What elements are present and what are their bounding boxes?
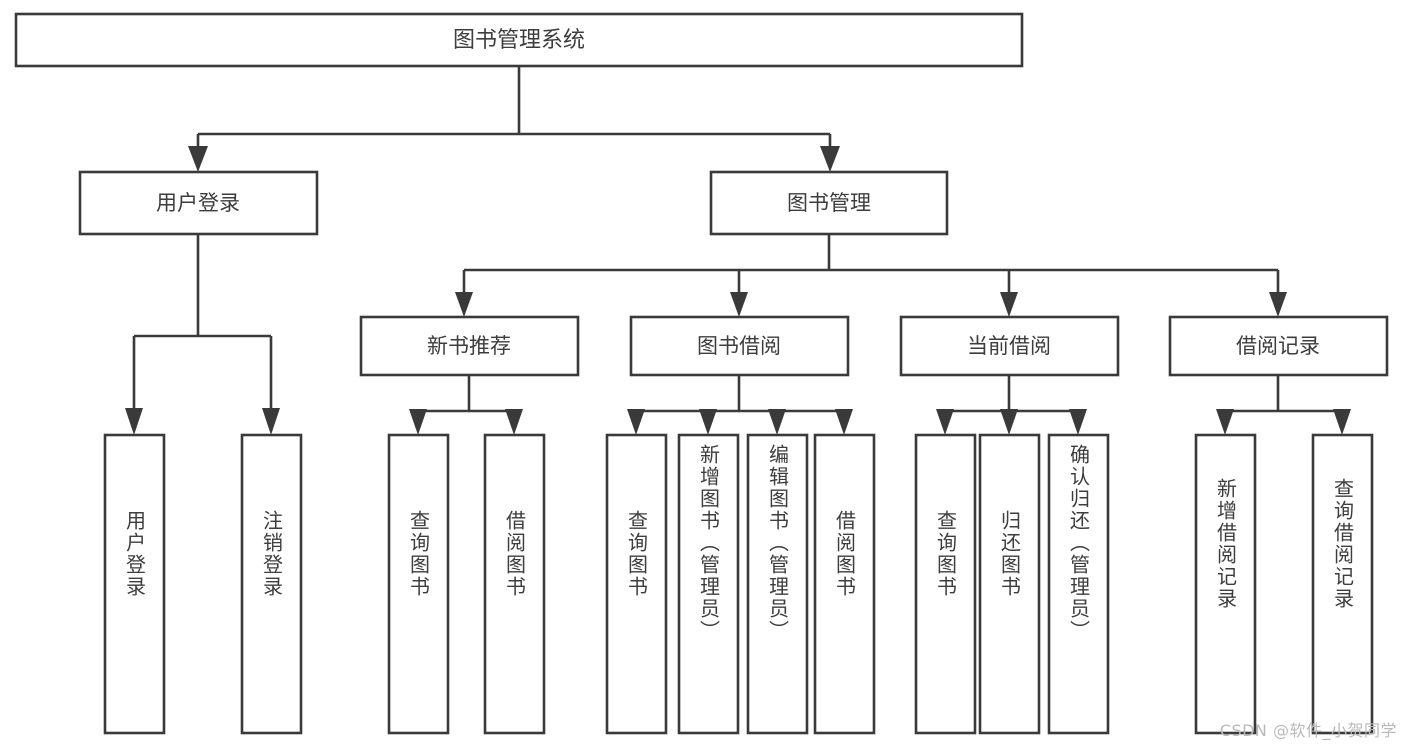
leaf-box-edit-book[interactable] — [746, 433, 809, 735]
arrow-head-leaf-user-login — [125, 408, 143, 435]
arrow-head-leaf-query-book-3 — [936, 409, 954, 435]
leaf-box-logout-login[interactable] — [240, 433, 303, 735]
book-borrow-label: 图书借阅 — [697, 334, 781, 358]
node-user-login[interactable]: 用户登录 — [78, 170, 319, 236]
leaf-box-add-record[interactable] — [1194, 433, 1257, 735]
leaf-box-borrow-book-2[interactable] — [813, 433, 876, 735]
leaf-box-query-book-1[interactable] — [387, 433, 450, 735]
leaf-box-add-book[interactable] — [677, 433, 740, 735]
book-manage-label: 图书管理 — [787, 191, 871, 215]
root-label: 图书管理系统 — [453, 28, 585, 53]
borrow-record-box — [1168, 315, 1389, 377]
arrow-head-book-borrow — [730, 292, 748, 317]
borrow-record-label: 借阅记录 — [1236, 334, 1320, 358]
leaf-box-confirm-return[interactable] — [1047, 433, 1110, 735]
node-root[interactable]: 图书管理系统 — [14, 12, 1024, 68]
node-book-manage[interactable]: 图书管理 — [709, 170, 949, 236]
arrow-head-leaf-borrow-book-2 — [835, 409, 853, 435]
node-current-borrow[interactable]: 当前借阅 — [899, 315, 1120, 377]
user-login-label: 用户登录 — [156, 191, 240, 215]
new-book-recommend-box — [359, 315, 580, 377]
leaf-box-query-book-2[interactable] — [605, 433, 668, 735]
watermark-text: CSDN @软件_小贺同学 — [1219, 721, 1397, 740]
node-new-book-recommend[interactable]: 新书推荐 — [359, 315, 580, 377]
leaf-box-user-login[interactable] — [103, 433, 166, 735]
current-borrow-box — [899, 315, 1120, 377]
leaf-box-borrow-book-1[interactable] — [483, 433, 546, 735]
leaf-box-return-book[interactable] — [978, 433, 1041, 735]
arrow-head-borrow-record — [1269, 292, 1287, 317]
current-borrow-label: 当前借阅 — [967, 334, 1051, 358]
arrow-head-new-book-recommend — [455, 292, 473, 317]
root-box — [14, 12, 1024, 68]
arrow-head-leaf-logout-login — [262, 408, 280, 435]
arrow-head-leaf-return-book — [1000, 409, 1018, 435]
book-manage-box — [709, 170, 949, 236]
node-borrow-record[interactable]: 借阅记录 — [1168, 315, 1389, 377]
leaf-box-query-book-3[interactable] — [914, 433, 977, 735]
node-book-borrow[interactable]: 图书借阅 — [629, 315, 850, 377]
arrow-head-leaf-query-book-1 — [409, 409, 427, 435]
arrow-head-book-manage — [820, 146, 840, 172]
new-book-recommend-label: 新书推荐 — [427, 334, 511, 358]
arrow-head-leaf-borrow-book-1 — [505, 409, 523, 435]
arrow-head-leaf-query-record — [1333, 409, 1351, 435]
arrow-head-leaf-add-record — [1216, 409, 1234, 435]
arrow-head-leaf-query-book-2 — [627, 409, 645, 435]
arrow-head-current-borrow — [1000, 292, 1018, 317]
leaf-box-query-record[interactable] — [1311, 433, 1374, 735]
book-borrow-box — [629, 315, 850, 377]
arrow-head-user-login — [188, 146, 208, 172]
arrow-head-leaf-edit-book — [768, 409, 786, 435]
arrow-head-leaf-add-book — [699, 409, 717, 435]
arrow-head-leaf-confirm-return — [1069, 409, 1087, 435]
